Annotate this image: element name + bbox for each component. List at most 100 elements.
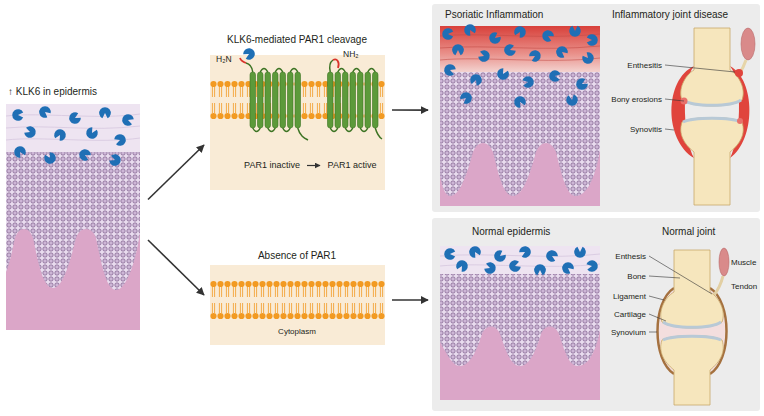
klk6-enzyme [586,259,599,272]
receptor-loops [246,63,253,72]
membrane-panel [210,265,385,345]
leader-line [649,256,712,294]
panel-heading: Psoriatic Inflammation [445,9,543,21]
klk6-enzyme [492,248,508,264]
klk6-enzyme [548,69,561,82]
par1-receptor [280,72,286,128]
par1-receptor [273,72,279,128]
klk6-enzyme [37,104,53,120]
flow-arrow [392,299,428,301]
part-label: Synovium [611,328,646,337]
normal-skin [440,246,600,400]
epidermis-panel: ↑ KLK6 in epidermis [2,82,144,332]
epidermis-illustration [6,150,140,290]
par1-absent-panel: Absence of PAR1Cytoplasm [208,244,388,348]
klk6-enzyme [99,107,111,118]
klk6-enzyme [544,248,559,264]
inflamed-joint [672,28,756,205]
psoriatic-skin [440,26,600,206]
klk6-enzyme [574,247,586,258]
leader-line [649,332,657,333]
klk6-enzyme [108,153,122,168]
par1-receptor [295,72,301,128]
tethered-ligand [333,59,339,68]
par1-receptor [365,72,371,128]
klk6-enzyme [512,94,528,109]
receptor-loops [330,60,333,72]
par1-receptor [350,72,356,128]
leader-line [665,65,735,72]
par1-receptor [250,72,378,128]
outcome-panel [432,4,760,212]
epidermis-illustration [6,104,140,330]
klk6-enzyme [452,44,464,55]
membrane-panel [210,55,385,190]
klk6-enzyme [84,126,100,141]
klk6-enzyme [469,73,484,87]
klk6-enzyme [487,30,503,46]
klk6-enzyme [495,67,511,82]
tethered-ligand [240,58,339,68]
leader-line [649,256,712,332]
klk6-enzyme [483,261,497,276]
normal-skin [440,272,600,366]
inflamed-joint [737,118,743,124]
part-label: Cartilage [614,310,646,319]
klk6-enzyme [554,44,570,60]
par1-receptor [288,72,294,128]
par1-cleavage-panel: KLK6-mediated PAR1 cleavageH₂NNH₂PAR1 in… [208,30,388,192]
normal-joint [661,250,724,328]
klk6-enzyme [444,248,455,260]
klk6-enzyme [444,244,598,276]
klk6-enzyme [458,90,474,106]
panel-heading: KLK6-mediated PAR1 cleavage [227,34,367,46]
inflamed-joint [683,118,741,122]
membrane-panel [210,265,385,345]
klk6-enzyme [528,48,543,64]
normal-skin [440,246,600,400]
receptor-loops [330,69,382,140]
normal-joint [658,248,730,405]
klk6-enzyme [443,63,457,78]
klk6-enzyme [242,46,257,62]
par1-receptor [250,72,256,128]
membrane-panel [210,280,385,320]
leader-line [665,65,735,130]
klk6-enzyme [508,259,522,274]
klk6-enzyme [242,46,257,62]
normal-joint [719,248,729,276]
part-label: Synovitis [630,125,662,134]
panel-heading: Normal epidermis [472,226,550,238]
inflamed-joint [735,69,743,77]
leader-line [649,314,666,321]
klk6-enzyme [540,28,555,44]
klk6-enzyme [522,75,535,88]
klk6-enzyme [574,76,589,92]
klk6-enzyme [442,28,453,40]
receptor-loops [253,69,308,141]
part-label: Muscle [731,258,756,267]
flow-arrow [148,145,204,199]
klk6-enzyme [518,244,533,260]
par1-receptor [258,72,264,128]
par1-receptor [335,72,341,128]
klk6-enzyme [12,144,28,159]
klk6-enzyme [454,258,470,273]
leader-line [649,276,680,278]
panel-text: Normal joint [662,226,715,238]
part-label: Ligament [613,292,646,301]
klk6-enzyme [12,109,23,121]
membrane-panel [210,55,385,190]
receptor-loops [246,60,382,140]
klk6-enzyme [565,94,578,107]
panel-text: Inflammatory joint disease [612,9,728,21]
par1-receptor [358,72,364,128]
inflamed-joint [681,118,744,206]
epidermis-illustration [6,104,140,152]
outcome-panel [432,218,760,411]
klk6-enzyme [580,50,596,66]
klk6-enzyme [534,264,546,275]
klk6-enzyme [477,49,491,64]
inflamed-joint [683,100,741,105]
